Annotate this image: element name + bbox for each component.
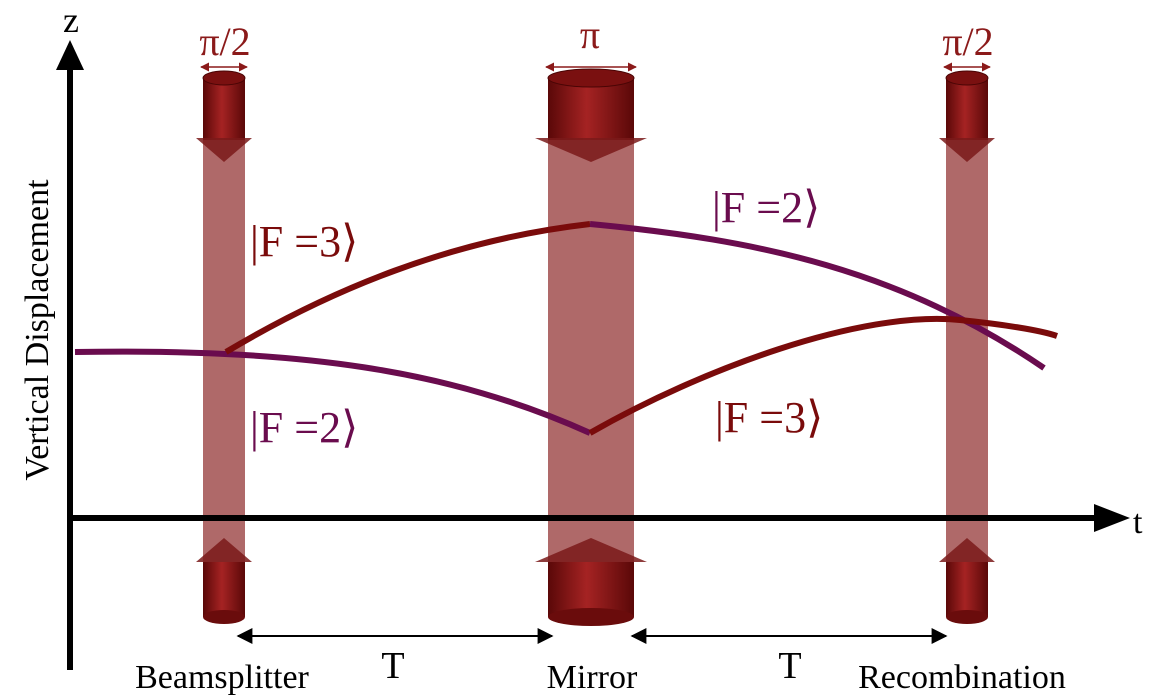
last-pulse-label: π/2 (942, 19, 993, 64)
stage-label-recombination: Recombination (858, 659, 1066, 696)
trajectory-f2-upper-right (589, 221, 1046, 371)
state-label-upper-right: |F =2⟩ (712, 183, 820, 232)
top-laser-cylinder-1 (196, 70, 252, 162)
y-axis-label: Vertical Displacement (19, 179, 56, 481)
state-label-lower-left: |F =2⟩ (250, 403, 358, 452)
bottom-laser-cylinder-3 (939, 538, 995, 624)
trajectory-f3-upper-left (224, 221, 591, 355)
x-axis-symbol: t (1133, 504, 1143, 541)
middle-pulse-label: π (580, 12, 600, 57)
stage-label-beamsplitter: Beamsplitter (135, 659, 309, 696)
y-axis-symbol: z (63, 0, 79, 40)
bottom-laser-cylinder-1 (196, 538, 252, 624)
first-interval-label: T (381, 645, 404, 687)
state-label-upper-left: |F =3⟩ (250, 217, 358, 266)
stage-label-mirror: Mirror (547, 659, 638, 696)
beam-beamsplitter (203, 130, 245, 570)
beam-mirror (548, 130, 634, 570)
trajectory-f3-lower-right (588, 316, 1058, 436)
trajectory-f2-lower-left (74, 348, 592, 436)
x-axis (70, 504, 1130, 532)
y-axis (56, 40, 84, 670)
state-label-lower-right: |F =3⟩ (715, 393, 823, 442)
beam-recombination (946, 130, 988, 570)
top-laser-cylinder-3 (939, 70, 995, 162)
bottom-laser-cylinder-2 (535, 538, 647, 626)
second-interval-label: T (778, 645, 801, 687)
first-pulse-label: π/2 (199, 19, 250, 64)
